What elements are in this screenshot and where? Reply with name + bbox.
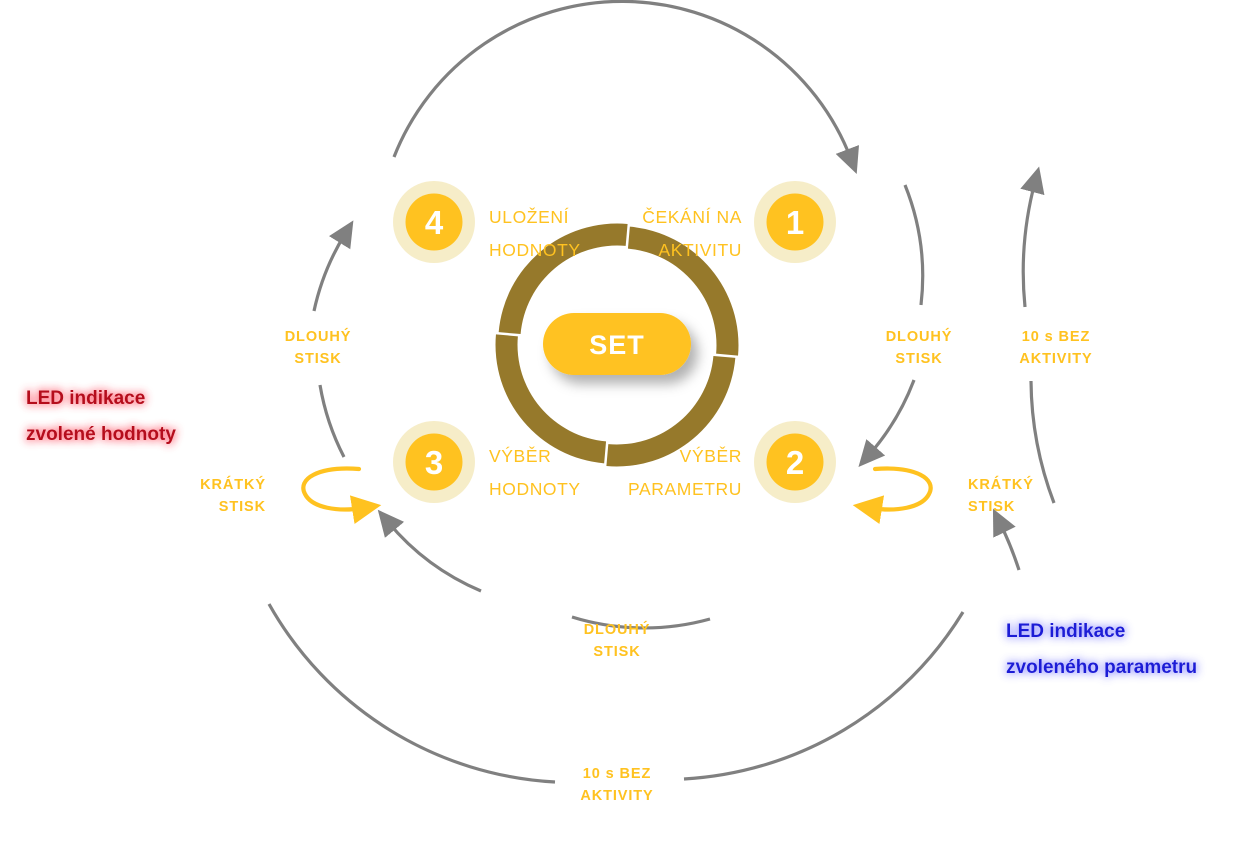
led-value-line1: LED indikace (26, 388, 145, 409)
set-button-shape[interactable] (543, 313, 691, 375)
loop-right-short-press (852, 466, 933, 525)
ring-segment-3 (606, 355, 736, 467)
label-right-long-press-line2: STISK (895, 351, 942, 367)
arc-bottom-long-right (377, 509, 482, 593)
label-left-short-press-line2: STISK (219, 499, 266, 515)
label-left-short-press-line1: KRÁTKÝ (200, 475, 266, 493)
label-bottom-timeout-line1: 10 s BEZ (583, 766, 651, 782)
arc-bottom-timeout-right (683, 611, 965, 781)
ring-segment-4 (495, 334, 607, 464)
arc-top-arrow (392, 0, 859, 174)
label-right-short-press-line2: STISK (968, 499, 1015, 515)
badge-4-number: 4 (425, 204, 444, 241)
arc-bottom-right-riser (992, 508, 1021, 571)
state-3-label-line1: VÝBĚR (489, 446, 551, 466)
state-1-waiting[interactable]: 1 ČEKÁNÍ NA AKTIVITU (642, 181, 836, 263)
arc-left-long-lower (318, 384, 346, 458)
arc-bottom-long-left (571, 615, 711, 630)
label-left-long-press-line2: STISK (294, 351, 341, 367)
set-button[interactable]: SET (543, 313, 691, 375)
transition-arc-top (392, 0, 859, 174)
label-right-timeout-line1: 10 s BEZ (1022, 329, 1090, 345)
label-bottom-long-press-line1: DLOUHÝ (584, 620, 651, 638)
arc-right-timeout-upper (1020, 166, 1045, 308)
loop-left-short-press (301, 466, 382, 525)
label-right-short-press-line1: KRÁTKÝ (968, 475, 1034, 493)
annotation-led-parameter: LED indikace zvoleného parametru (1006, 621, 1197, 678)
state-1-label-line2: AKTIVITU (658, 240, 742, 260)
transition-bottom-long-press: DLOUHÝ STISK (377, 509, 711, 660)
arc-right-long-lower (858, 379, 916, 468)
label-right-timeout-line2: AKTIVITY (1019, 351, 1092, 367)
state-2-parameter-select[interactable]: 2 VÝBĚR PARAMETRU (628, 421, 836, 503)
transition-right-long-press: DLOUHÝ STISK (858, 184, 953, 468)
badge-2-number: 2 (786, 444, 804, 481)
led-parameter-line2: zvoleného parametru (1006, 657, 1197, 678)
badge-1-number: 1 (786, 204, 804, 241)
annotation-led-value: LED indikace zvolené hodnoty (26, 388, 176, 445)
label-bottom-long-press-line2: STISK (593, 644, 640, 660)
transition-right-short-press: KRÁTKÝ STISK (852, 466, 1034, 525)
led-value-line2: zvolené hodnoty (26, 424, 176, 445)
label-left-long-press-line1: DLOUHÝ (285, 327, 352, 345)
transition-left-short-press: KRÁTKÝ STISK (200, 466, 382, 525)
state-ring (495, 223, 739, 467)
state-4-label-line1: ULOŽENÍ (489, 207, 569, 227)
state-4-save-value[interactable]: 4 ULOŽENÍ HODNOTY (393, 181, 581, 263)
state-1-label-line1: ČEKÁNÍ NA (642, 206, 742, 227)
arc-bottom-timeout-left (267, 603, 556, 784)
ring-segment-2 (627, 226, 739, 356)
transition-bottom-right-riser (992, 508, 1021, 571)
transition-bottom-timeout: 10 s BEZ AKTIVITY (267, 603, 965, 804)
state-2-label-line1: VÝBĚR (680, 446, 742, 466)
label-bottom-timeout-line2: AKTIVITY (580, 788, 653, 804)
transition-left-long-press: DLOUHÝ STISK (285, 220, 354, 458)
state-3-value-select[interactable]: 3 VÝBĚR HODNOTY (393, 421, 581, 503)
label-right-long-press-line1: DLOUHÝ (886, 327, 953, 345)
badge-1-circle[interactable] (766, 193, 824, 251)
badge-3-number: 3 (425, 444, 443, 481)
badge-4-circle[interactable] (405, 193, 463, 251)
ring-segment-1 (498, 223, 628, 335)
badge-2-circle[interactable] (766, 433, 824, 491)
led-parameter-line1: LED indikace (1006, 621, 1125, 642)
state-2-label-line2: PARAMETRU (628, 479, 742, 499)
state-4-label-line2: HODNOTY (489, 240, 581, 260)
badge-3-circle[interactable] (405, 433, 463, 491)
state-3-label-line2: HODNOTY (489, 479, 581, 499)
arc-left-long-upper (312, 220, 354, 312)
transition-right-timeout: 10 s BEZ AKTIVITY (1019, 166, 1092, 504)
arc-right-long-upper (903, 184, 925, 306)
arc-right-timeout-lower (1029, 380, 1056, 504)
set-button-label: SET (589, 330, 645, 360)
